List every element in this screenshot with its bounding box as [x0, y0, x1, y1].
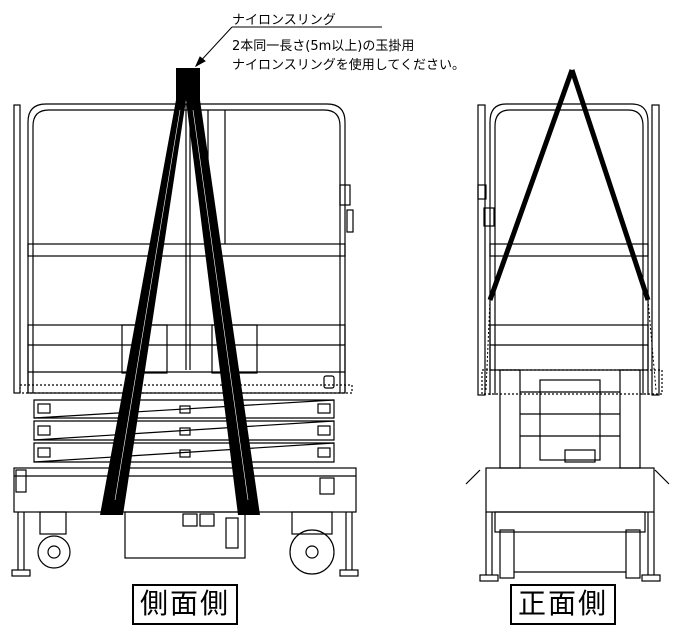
front-base: [465, 467, 670, 582]
side-platform: [19, 324, 353, 394]
callout-line-2: ナイロンスリングを使用してください。: [232, 58, 465, 73]
side-scissor-arms: [33, 399, 335, 463]
front-view-label: 正面側: [510, 584, 617, 625]
side-guard-rail: [13, 103, 354, 394]
front-platform: [481, 324, 663, 395]
front-view: [465, 69, 670, 582]
callout-title: ナイロンスリング: [232, 13, 336, 28]
callout-line-1: 2本同一長さ(5m以上)の玉掛用: [232, 39, 415, 54]
side-view-label: 側面側: [132, 584, 239, 625]
callout-leader: [194, 26, 382, 68]
front-scissor: [499, 369, 641, 469]
callout-text: 2本同一長さ(5m以上)の玉掛用 ナイロンスリングを使用してください。: [232, 37, 465, 75]
side-sling-highlight: [114, 109, 249, 501]
side-nylon-sling: [100, 68, 260, 515]
side-base: [11, 467, 359, 577]
front-nylon-sling: [487, 69, 651, 301]
side-view: [11, 68, 359, 577]
front-sling-lower: [485, 299, 657, 391]
